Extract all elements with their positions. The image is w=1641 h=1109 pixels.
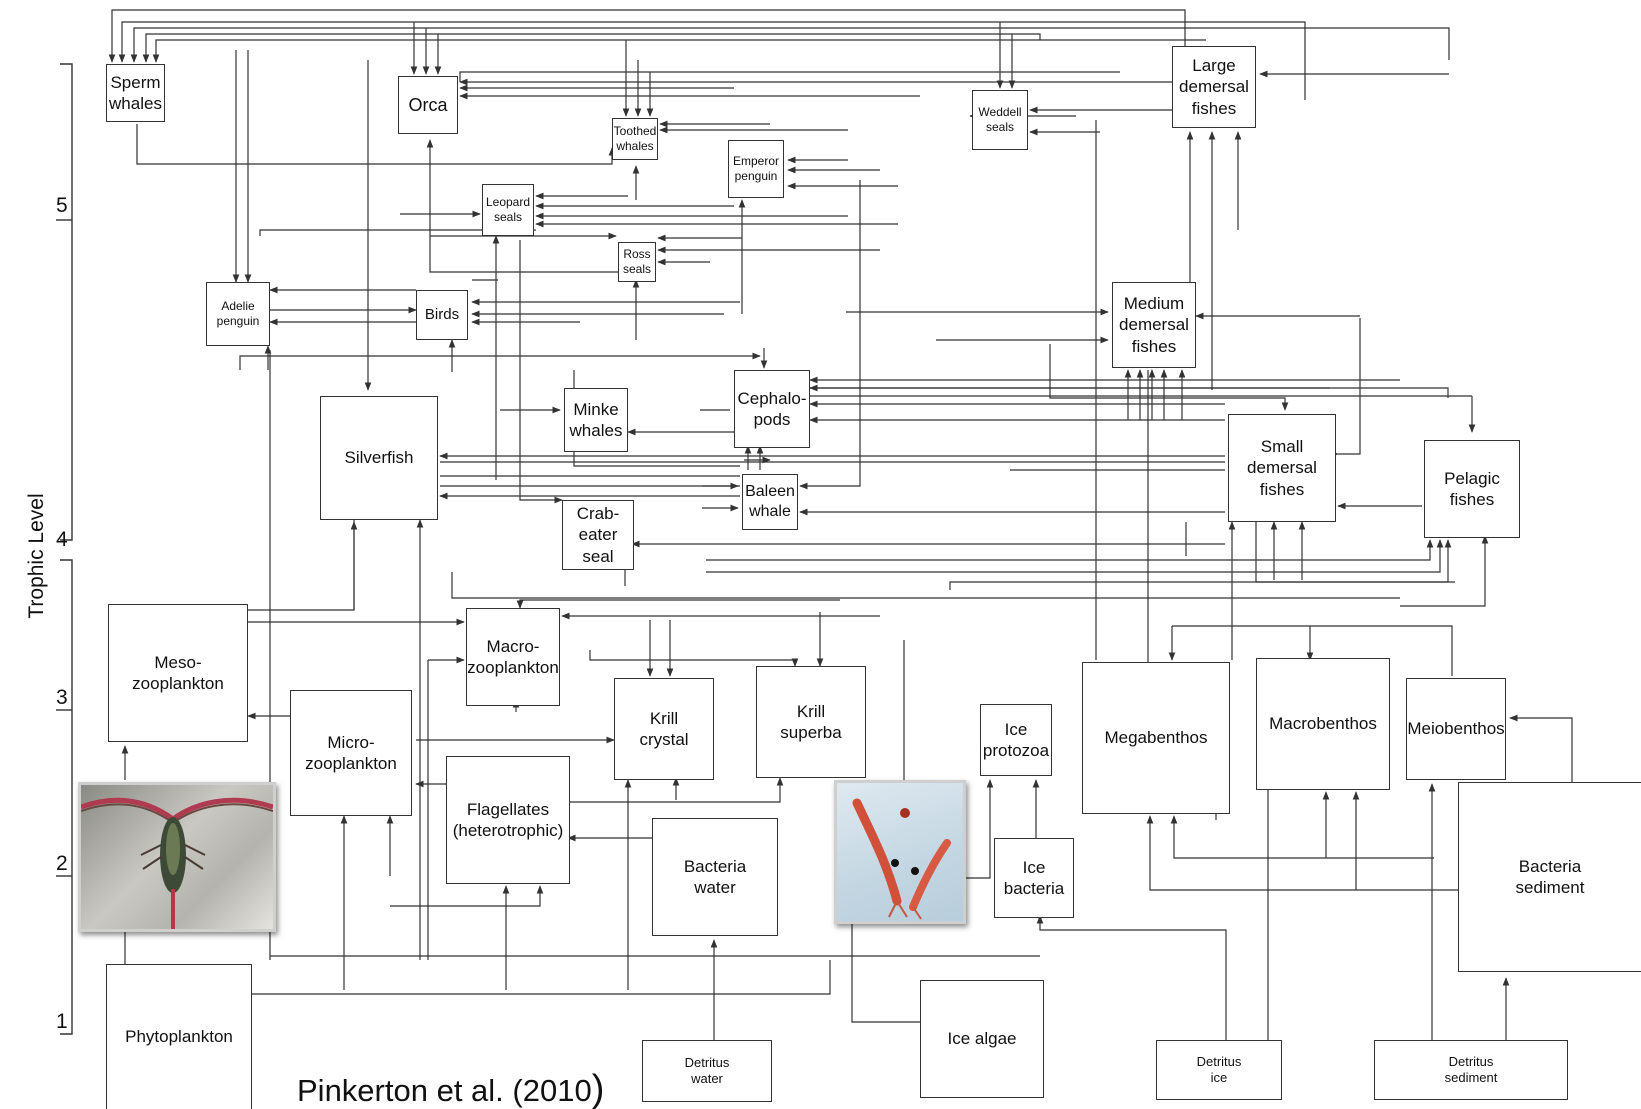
node-megabenthos: Megabenthos xyxy=(1082,662,1230,814)
node-large-demersal-fishes: Large demersal fishes xyxy=(1172,46,1256,128)
node-krill-superba: Krill superba xyxy=(756,666,866,778)
copepod-photo xyxy=(78,782,276,932)
tick-label: 1 xyxy=(56,1010,68,1034)
node-ice-bacteria: Ice bacteria xyxy=(994,838,1074,918)
node-krill-crystal: Krill crystal xyxy=(614,678,714,780)
node-cephalopods: Cephalo- pods xyxy=(734,370,810,448)
node-sperm-whales: Sperm whales xyxy=(106,64,165,122)
tick-label: 4 xyxy=(56,528,68,552)
node-microzooplankton: Micro- zooplankton xyxy=(290,690,412,816)
node-ice-protozoa: Ice protozoa xyxy=(980,704,1052,776)
node-mesozooplankton: Meso- zooplankton xyxy=(108,604,248,742)
node-bacteria-water: Bacteria water xyxy=(652,818,778,936)
tick-label: 3 xyxy=(56,686,68,710)
node-small-demersal-fishes: Small demersal fishes xyxy=(1228,414,1336,522)
node-adelie-penguin: Adelie penguin xyxy=(206,282,270,346)
node-baleen-whale: Baleen whale xyxy=(742,474,798,530)
krill-photo xyxy=(834,780,966,924)
node-orca: Orca xyxy=(398,76,458,134)
tick-label: 5 xyxy=(56,194,68,218)
node-detritus-water: Detritus water xyxy=(642,1040,772,1102)
node-phytoplankton: Phytoplankton xyxy=(106,964,252,1109)
node-pelagic-fishes: Pelagic fishes xyxy=(1424,440,1520,538)
node-bacteria-sediment: Bacteria sediment xyxy=(1458,782,1641,972)
node-crabeater-seal: Crab- eater seal xyxy=(562,500,634,570)
node-leopard-seals: Leopard seals xyxy=(482,184,534,236)
node-minke-whales: Minke whales xyxy=(564,388,628,452)
node-detritus-sediment: Detritus sediment xyxy=(1374,1040,1568,1100)
trophic-axis xyxy=(0,0,80,1109)
citation-text: Pinkerton et al. (2010 xyxy=(297,1073,592,1108)
node-macrozooplankton: Macro- zooplankton xyxy=(466,608,560,706)
node-macrobenthos: Macrobenthos xyxy=(1256,658,1390,790)
node-weddell-seals: Weddell seals xyxy=(972,90,1028,150)
node-flagellates: Flagellates (heterotrophic) xyxy=(446,756,570,884)
citation: Pinkerton et al. (2010) xyxy=(297,1068,604,1109)
node-ice-algae: Ice algae xyxy=(920,980,1044,1098)
copepod-image xyxy=(81,785,273,929)
node-birds: Birds xyxy=(416,290,468,340)
citation-paren: ) xyxy=(592,1068,605,1109)
node-emperor-penguin: Emperor penguin xyxy=(728,140,784,198)
node-ross-seals: Ross seals xyxy=(618,242,656,282)
krill-image xyxy=(837,783,963,921)
node-medium-demersal-fishes: Medium demersal fishes xyxy=(1112,282,1196,368)
node-toothed-whales: Toothed whales xyxy=(612,118,658,160)
node-detritus-ice: Detritus ice xyxy=(1156,1040,1282,1100)
node-meiobenthos: Meiobenthos xyxy=(1406,678,1506,780)
node-silverfish: Silverfish xyxy=(320,396,438,520)
tick-label: 2 xyxy=(56,852,68,876)
